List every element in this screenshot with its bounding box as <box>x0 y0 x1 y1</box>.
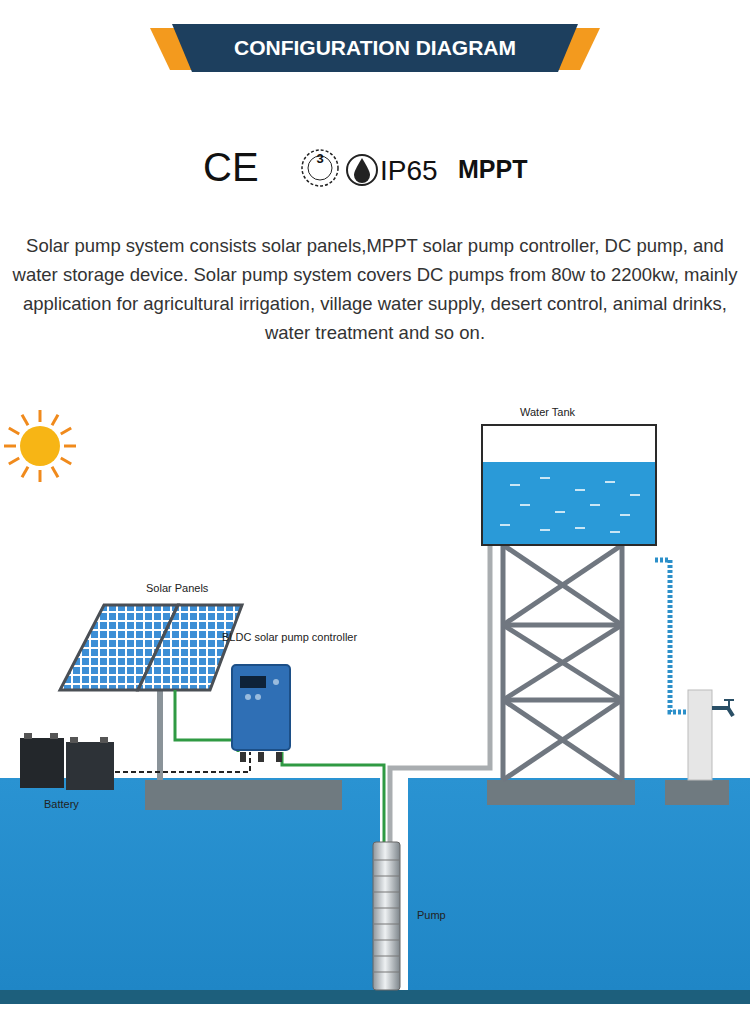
waterproof-icon <box>347 155 377 185</box>
water-tap <box>688 690 734 780</box>
description-box: Solar pump system consists solar panels,… <box>8 232 742 348</box>
mppt-mark-box: MPPT <box>458 154 548 188</box>
title-text: CONFIGURATION DIAGRAM <box>192 24 558 72</box>
ground <box>0 778 380 990</box>
ground-strip <box>0 990 750 1004</box>
concrete-base <box>487 780 635 805</box>
title-banner <box>150 24 600 72</box>
ip-rating-box: IP65 <box>380 154 450 192</box>
mppt-mark: MPPT <box>458 155 527 183</box>
battery-wire <box>115 752 250 772</box>
part-name: Water Tank <box>520 406 575 418</box>
submersible-pump <box>373 842 400 990</box>
ground <box>408 778 750 990</box>
ip-rating: IP65 <box>380 155 438 186</box>
part-name-box: BLDC solar pump controller <box>222 629 392 644</box>
description: Solar pump system consists solar panels,… <box>13 235 738 343</box>
sun <box>4 410 76 482</box>
concrete-base <box>665 780 729 805</box>
part-name: BLDC solar pump controller <box>222 631 357 643</box>
ce-mark-box: CE <box>203 143 273 200</box>
concrete-base <box>145 780 342 810</box>
part-name-box: Water Tank <box>520 404 610 419</box>
pump-controller <box>232 665 290 762</box>
part-name: Pump <box>417 909 446 921</box>
part-name: Battery <box>44 798 79 810</box>
part-name: Solar Panels <box>146 582 208 594</box>
part-name-box: Solar Panels <box>146 580 236 595</box>
part-name-box: Pump <box>417 907 467 922</box>
water-tower <box>503 545 622 780</box>
pump-wire <box>282 752 384 845</box>
water-tank <box>482 425 656 545</box>
warranty-badge <box>302 150 338 186</box>
panel-wire <box>175 690 238 752</box>
ce-mark: CE <box>203 145 259 189</box>
outflow-pipe <box>655 560 690 712</box>
warranty-number: 3 <box>316 151 323 166</box>
part-name-box: Battery <box>44 796 104 811</box>
warranty-number-box: 3 <box>310 150 330 167</box>
batteries <box>20 733 114 790</box>
title: CONFIGURATION DIAGRAM <box>234 36 516 60</box>
